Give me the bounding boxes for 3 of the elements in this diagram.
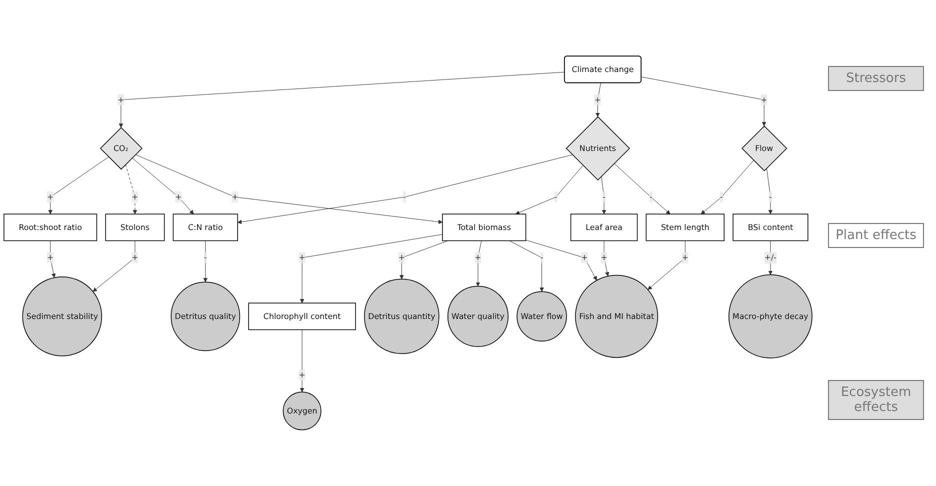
key-box: Stressors [828,66,924,91]
key-box: Ecosystem effects [828,380,924,420]
key-box: Plant effects [828,223,924,248]
